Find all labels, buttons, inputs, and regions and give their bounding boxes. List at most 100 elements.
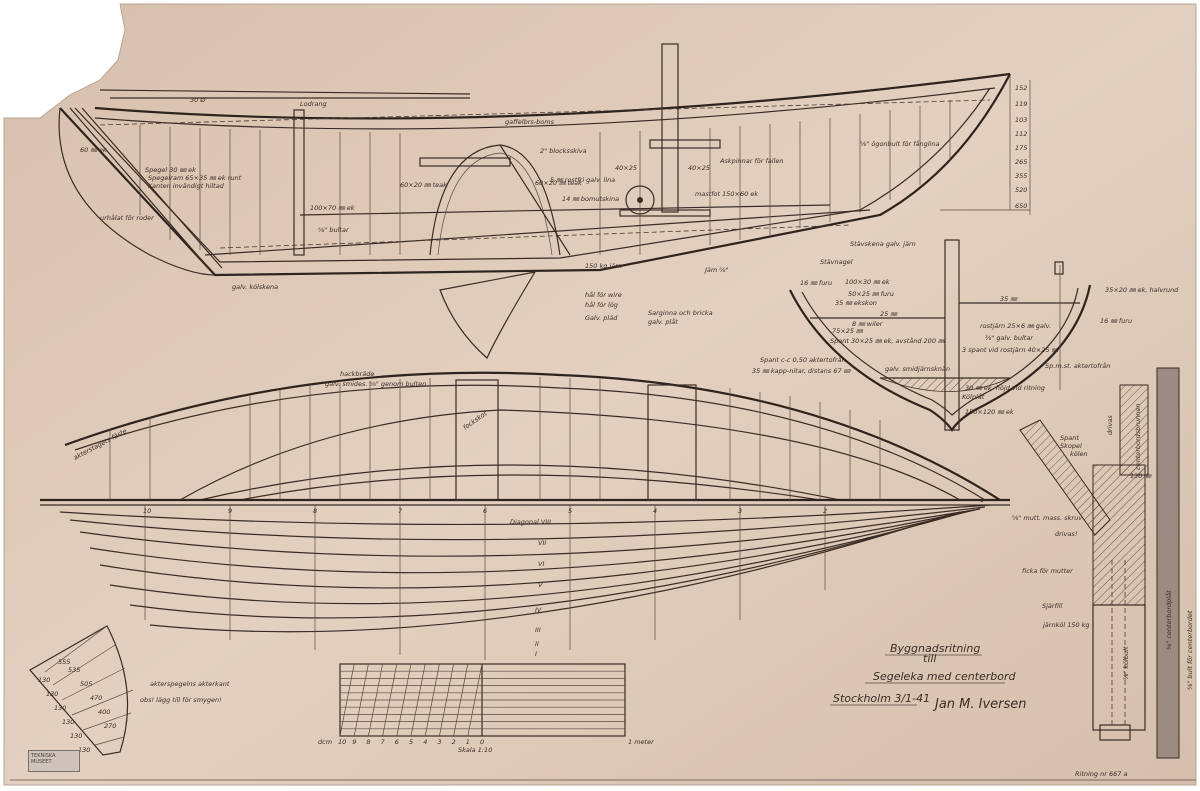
label: Spant c-c 0,50 aktertofrån bbox=[760, 355, 846, 364]
station-labels: 10 9 8 7 6 5 4 3 2 1 bbox=[143, 496, 984, 515]
label: ⅝" bult för centerbordet bbox=[1186, 610, 1194, 690]
scale-diagonal bbox=[396, 663, 412, 737]
diagonal-label: VI bbox=[538, 560, 544, 568]
label: Spegel 30 ㎜ ek bbox=[145, 166, 196, 174]
station-number: 3 bbox=[738, 507, 742, 515]
place-date: Stockholm 3/1-41 bbox=[833, 692, 930, 705]
label: mastfot 150×60 ek bbox=[695, 190, 758, 198]
scale-tick-label: 5 bbox=[409, 738, 413, 746]
label: 130 ㎜ bbox=[1130, 472, 1152, 480]
dim: 130 bbox=[46, 690, 58, 698]
diagonal-label: V bbox=[538, 581, 543, 589]
label: Kanten invändigt hiltad bbox=[148, 182, 225, 190]
scale-diagonal bbox=[410, 663, 426, 737]
label: drivas bbox=[1106, 415, 1114, 435]
label: Sp.m.st. aktertofrån bbox=[1045, 361, 1110, 370]
scale-tick-label: 2 bbox=[452, 738, 456, 746]
label: 5 ㎜ rostfri galv. lina bbox=[550, 176, 615, 184]
diagonal-label: IV bbox=[535, 606, 542, 614]
label: 35 ㎜ kapp-nitar, distans 67 ㎜ bbox=[752, 367, 852, 375]
dim: 130 bbox=[38, 676, 50, 684]
station-number: 4 bbox=[653, 507, 657, 515]
transom-note: obs! lägg till för smygen! bbox=[140, 696, 222, 704]
label: urhålat för roder bbox=[100, 213, 155, 222]
label: galv. smides. ⅝" genom bulten bbox=[325, 380, 426, 388]
label: 150 kg järn bbox=[585, 262, 622, 270]
label: Askpinnar för fallen bbox=[719, 157, 784, 165]
label: Sarginna och bricka bbox=[648, 309, 713, 317]
station-number: 6 bbox=[483, 507, 487, 515]
section-labels: 16 ㎜ furu 100×30 ㎜ ek 50×25 ㎜ furu 35 ㎜ … bbox=[752, 278, 1179, 416]
label: 75×25 ㎜ bbox=[832, 327, 864, 335]
label: järnköl 150 kg bbox=[1042, 621, 1090, 629]
offset-value: 152 bbox=[1015, 84, 1027, 92]
title-line-1: Byggnadsritning bbox=[890, 642, 980, 655]
label: hål för lög bbox=[585, 300, 618, 309]
station-number: 7 bbox=[398, 507, 403, 515]
label: 16 ㎜ furu bbox=[1100, 317, 1132, 325]
label: 2" blocksskiva bbox=[540, 147, 587, 155]
label: 100×70 ㎜ ek bbox=[310, 204, 355, 212]
dim: 270 bbox=[104, 722, 116, 730]
station-number: 10 bbox=[143, 507, 151, 515]
title-block: Byggnadsritning till Segeleka med center… bbox=[830, 642, 1027, 712]
label: 60 ㎜ ek bbox=[80, 146, 107, 154]
label: 25 ㎜ bbox=[880, 310, 898, 318]
diagonals-view bbox=[59, 504, 991, 660]
label: rostjärn 25×6 ㎜ galv. bbox=[980, 322, 1051, 330]
transom-title: akterspegelns akterkant bbox=[150, 680, 230, 688]
label: 50×25 ㎜ furu bbox=[848, 290, 894, 298]
label: galv. plåt bbox=[648, 317, 678, 326]
offset-value: 355 bbox=[1015, 172, 1027, 180]
label: 16 ㎜ furu bbox=[800, 279, 832, 287]
signature: Jan M. Iversen bbox=[932, 697, 1027, 712]
dim: 535 bbox=[68, 666, 80, 674]
scale-tick-label: 0 bbox=[480, 738, 484, 746]
dim: 400 bbox=[98, 708, 110, 716]
scale-diagonal bbox=[439, 663, 454, 737]
label: 40×25 bbox=[688, 164, 710, 172]
title-line-3: Segeleka med centerbord bbox=[873, 670, 1017, 683]
scale-diagonal bbox=[453, 663, 469, 737]
diagonal-label: I bbox=[535, 650, 537, 658]
scale-tick-label: 9 bbox=[352, 738, 356, 746]
diagonal-label: Diagonal VIII bbox=[510, 518, 551, 526]
transom-labels: akterspegelns akterkant obs! lägg till f… bbox=[38, 658, 230, 754]
label: 3 spant vid rostjärn 40×25 ㎜ bbox=[962, 346, 1060, 354]
label: Jäm ⅝" bbox=[703, 266, 729, 274]
scale-tick-label: 10 bbox=[338, 738, 346, 746]
label: Spant 30×25 ㎜ ek, avstånd 200 ㎜ bbox=[830, 336, 946, 345]
title-line-2: till bbox=[923, 652, 936, 665]
diagonal-label: VII bbox=[538, 539, 546, 547]
label: 40×25 bbox=[615, 164, 637, 172]
label: ficka för mutter bbox=[1022, 567, 1074, 575]
diagonal-label: II bbox=[535, 640, 539, 648]
scale-tick-label: 1 bbox=[466, 738, 470, 746]
offset-value: 119 bbox=[1015, 100, 1027, 108]
label: Kölplåt bbox=[962, 392, 985, 401]
scale-diagonal bbox=[467, 663, 483, 737]
scale-bar bbox=[339, 663, 626, 737]
scale-tick-label: 8 bbox=[366, 738, 370, 746]
label: Lodrang bbox=[300, 100, 327, 108]
label: galv. smidjärnsknän bbox=[885, 365, 950, 373]
offset-labels: 152 119 103 112 175 265 355 520 650 bbox=[1015, 84, 1027, 210]
label: Stävnagel bbox=[820, 258, 853, 266]
label: hål för wire bbox=[585, 290, 622, 299]
label: 30 Ø bbox=[190, 96, 206, 104]
label: 100×30 ㎜ ek bbox=[845, 278, 890, 286]
midship-section bbox=[789, 239, 1092, 433]
diagonal-labels: Diagonal VIII VII VI V IV III II I bbox=[510, 518, 551, 658]
scale-diagonal bbox=[424, 663, 440, 737]
label: ⅜" centerbordplåt bbox=[1164, 590, 1173, 650]
label: ⅜" galv. bultar bbox=[985, 334, 1034, 342]
station-number: 1 bbox=[980, 496, 984, 504]
dim: 130 bbox=[70, 732, 82, 740]
dim: 130 bbox=[62, 718, 74, 726]
scale-tick-label: 4 bbox=[423, 738, 427, 746]
transom-diagram bbox=[29, 625, 134, 756]
label: Sjärfill bbox=[1042, 602, 1063, 610]
label: kölen bbox=[1070, 450, 1088, 458]
